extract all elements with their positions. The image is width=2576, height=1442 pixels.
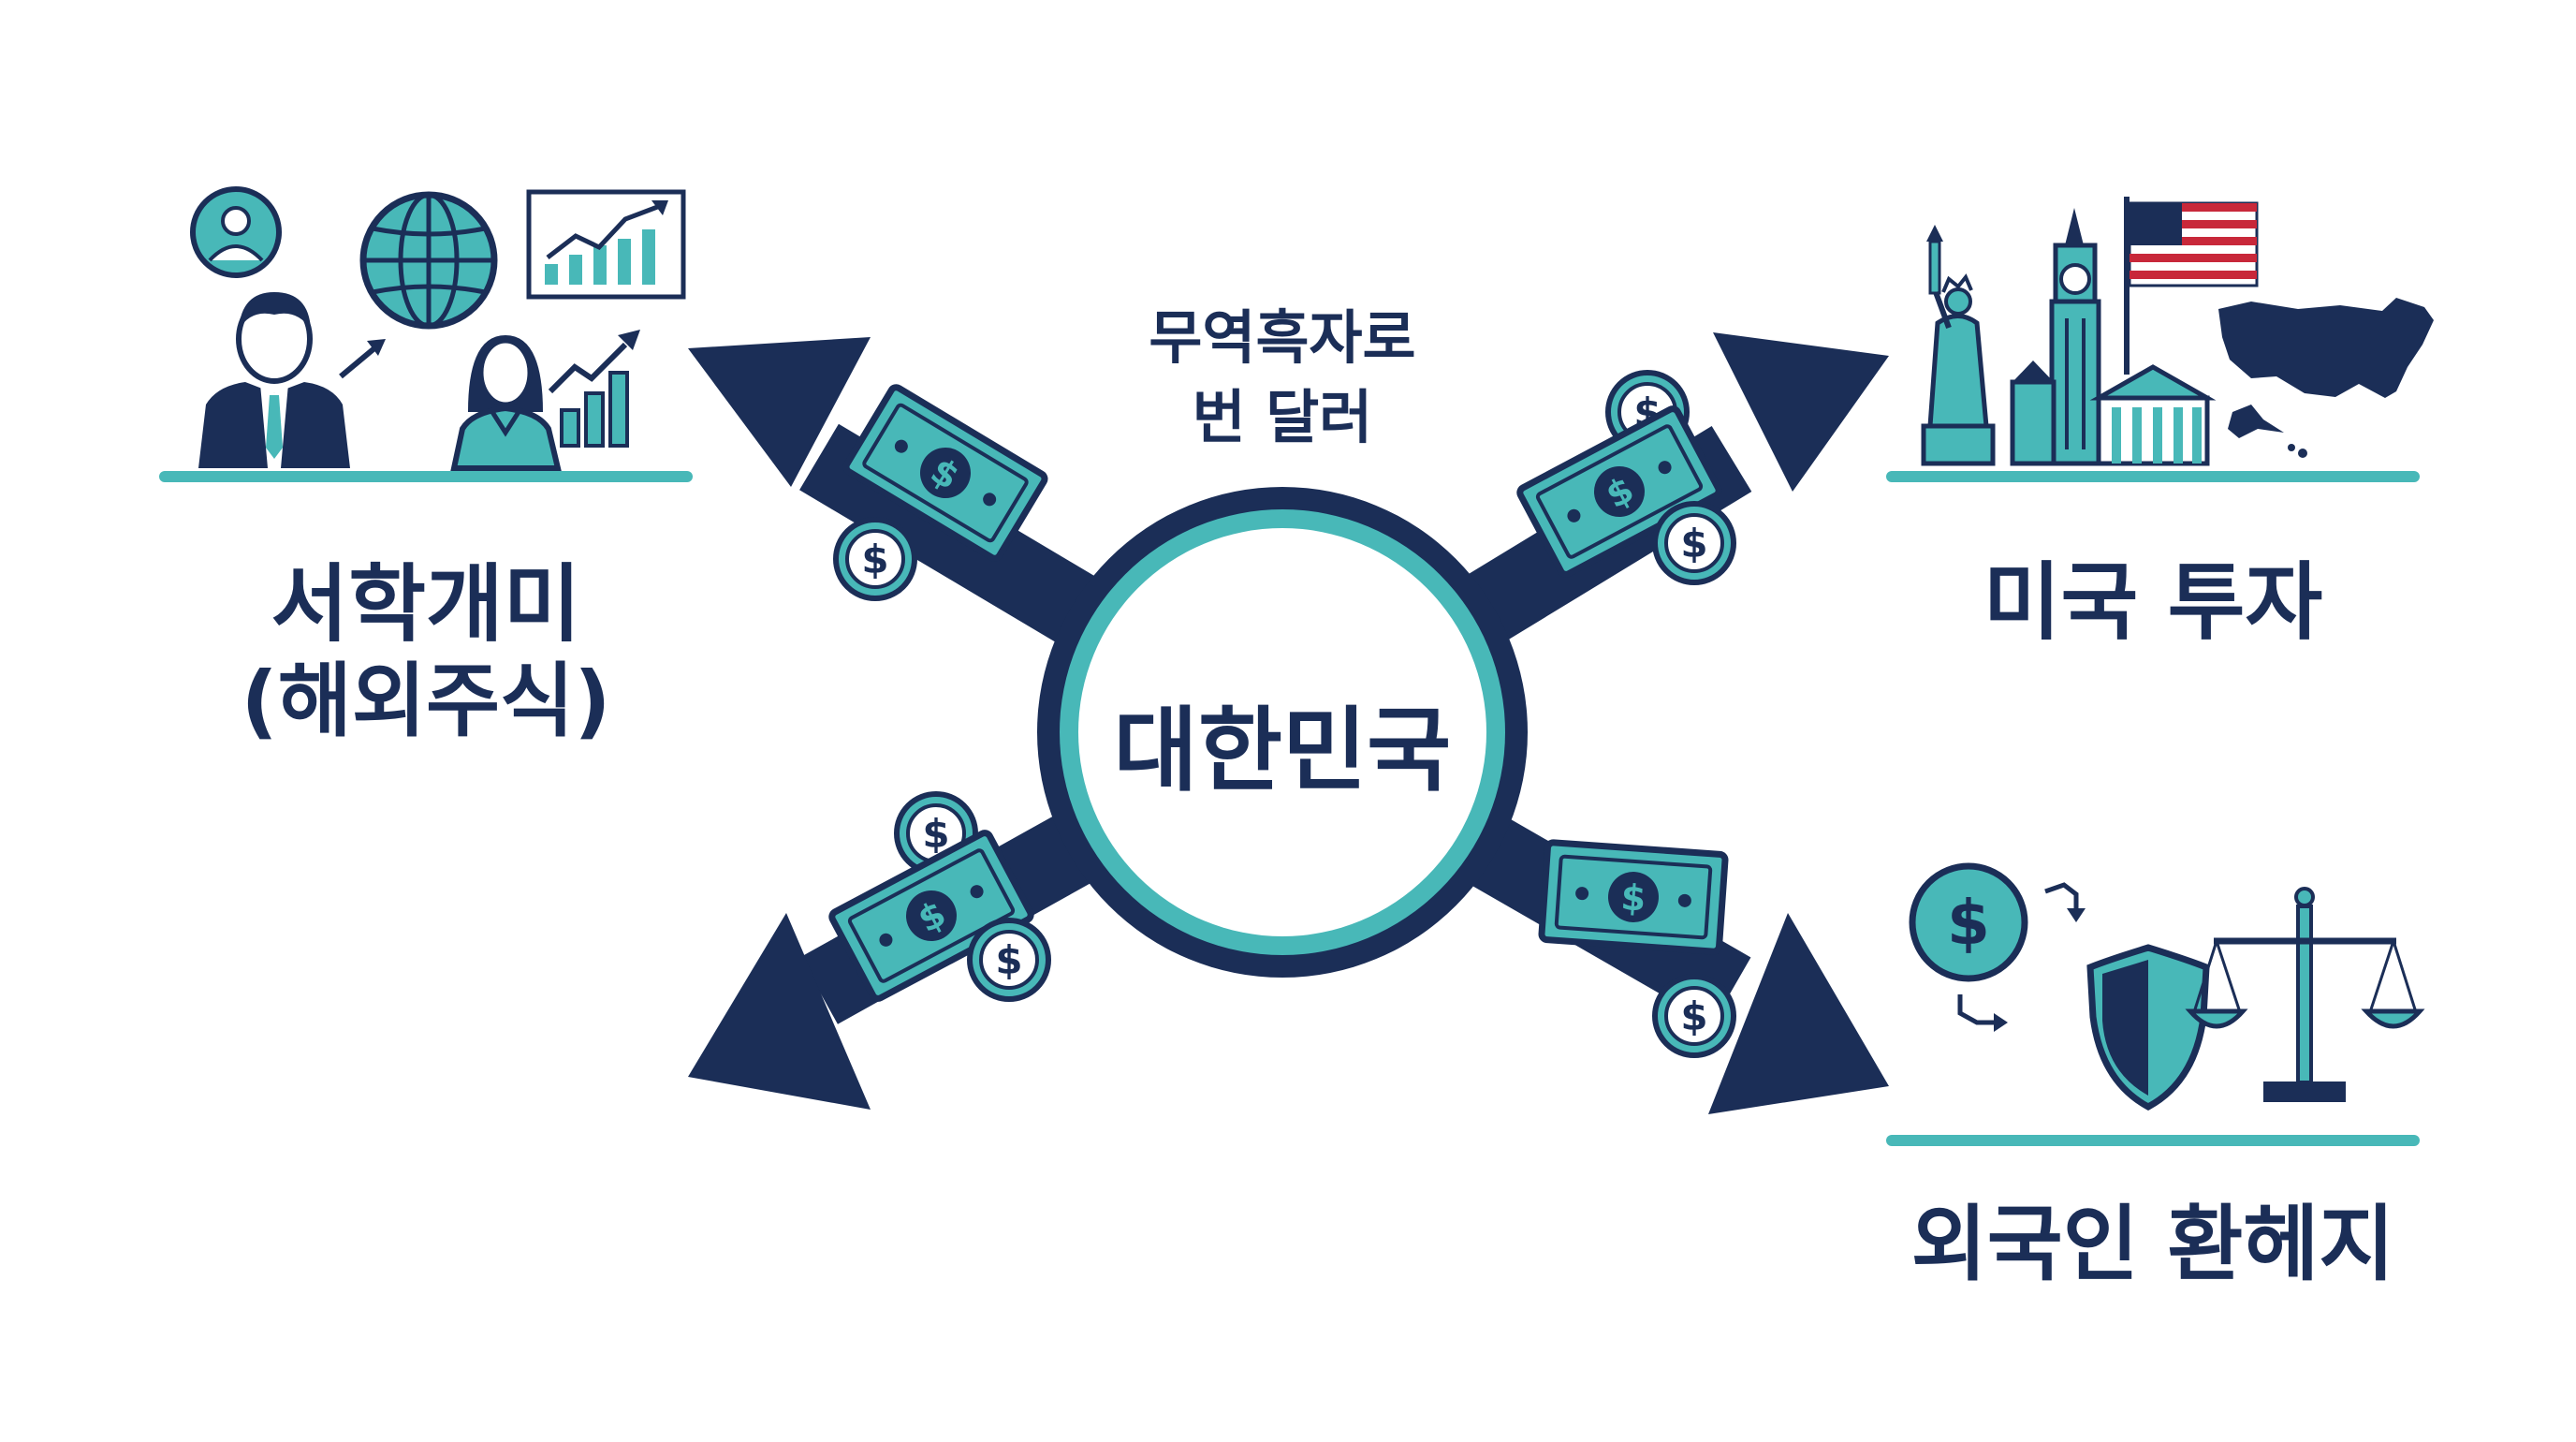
dollar-coin-icon: $	[1909, 862, 2028, 982]
center-node	[1037, 487, 1528, 978]
banknote-icon	[1542, 842, 1726, 951]
balance-scale-icon	[2185, 887, 2425, 1102]
person-icon	[190, 186, 282, 278]
center-label: 대한민국	[1113, 698, 1452, 804]
bar-chart-icon	[548, 330, 640, 448]
businesswoman-icon	[450, 335, 562, 471]
seohak-sublabel: (해외주식)	[241, 655, 611, 748]
us-flag-icon	[2124, 197, 2259, 375]
us-investment-divider	[1886, 471, 2420, 482]
us-map-icon	[2218, 298, 2434, 458]
clock-tower-icon	[2010, 208, 2101, 466]
growth-chart-icon	[526, 189, 686, 300]
dollar-coin-icon	[970, 920, 1048, 999]
statue-of-liberty-icon	[1921, 225, 1996, 466]
flow-caption-line1: 무역흑자로	[1149, 303, 1416, 372]
capitol-building-icon	[2089, 364, 2217, 466]
dollar-coin-icon	[1655, 504, 1734, 582]
us-investment-illustration	[1921, 197, 2434, 466]
up-arrow-icon	[339, 339, 386, 379]
fx-hedge-illustration: $	[1909, 862, 2425, 1111]
seohak-illustration	[190, 186, 686, 471]
dollar-coin-icon	[836, 520, 915, 598]
seohak-divider	[159, 471, 693, 482]
fx-hedge-divider	[1886, 1135, 2420, 1146]
svg-text:$: $	[1947, 887, 1990, 959]
exchange-arrows-icon	[1957, 882, 2086, 1032]
dollar-coin-icon	[1655, 977, 1734, 1055]
fx-hedge-label: 외국인 환헤지	[1910, 1196, 2395, 1292]
businessman-icon	[198, 292, 350, 468]
us-investment-label: 미국 투자	[1983, 553, 2323, 652]
flow-caption-line2: 번 달러	[1192, 383, 1373, 451]
seohak-label: 서학개미	[271, 555, 581, 654]
globe-icon	[359, 191, 498, 330]
shield-icon	[2086, 944, 2210, 1111]
